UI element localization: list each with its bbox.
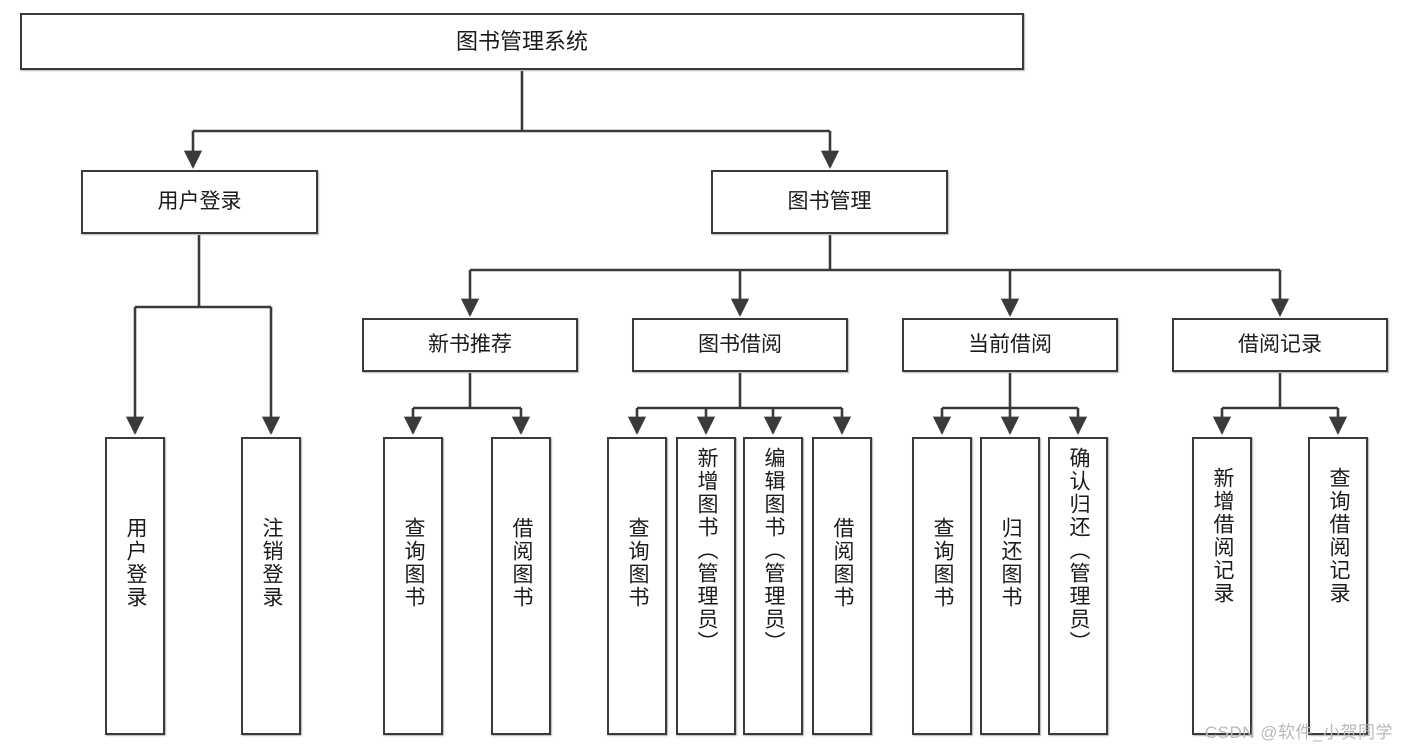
node-borrow-record[interactable]: 借阅记录 xyxy=(1172,318,1388,372)
node-label: 注销登录 xyxy=(260,517,284,609)
node-leaf-add-borrow-record[interactable]: 新增借阅记录 xyxy=(1192,437,1252,735)
node-label: 借阅记录 xyxy=(1238,332,1322,356)
node-current-borrow[interactable]: 当前借阅 xyxy=(902,318,1118,372)
node-label: 编辑图书（管理员） xyxy=(762,447,786,654)
node-new-book-recommend[interactable]: 新书推荐 xyxy=(362,318,578,372)
node-label: 查询图书 xyxy=(626,517,650,609)
node-book-management[interactable]: 图书管理 xyxy=(711,170,948,234)
node-label: 图书管理系统 xyxy=(455,28,588,54)
node-leaf-query-book-borrow[interactable]: 查询图书 xyxy=(607,437,667,735)
watermark-text: CSDN @软件_小贺同学 xyxy=(1204,723,1393,742)
node-leaf-edit-book-admin[interactable]: 编辑图书（管理员） xyxy=(743,437,803,735)
node-leaf-confirm-return-admin[interactable]: 确认归还（管理员） xyxy=(1048,437,1108,735)
node-label: 新增借阅记录 xyxy=(1211,467,1235,605)
node-leaf-user-login[interactable]: 用户登录 xyxy=(105,437,165,735)
node-leaf-borrow-book[interactable]: 借阅图书 xyxy=(812,437,872,735)
node-label: 借阅图书 xyxy=(831,517,855,609)
node-label: 图书管理 xyxy=(787,189,872,213)
node-book-borrow[interactable]: 图书借阅 xyxy=(632,318,848,372)
node-leaf-query-book-new[interactable]: 查询图书 xyxy=(383,437,443,735)
node-root-book-management-system[interactable]: 图书管理系统 xyxy=(20,13,1024,70)
node-leaf-query-book-current[interactable]: 查询图书 xyxy=(912,437,972,735)
node-leaf-add-book-admin[interactable]: 新增图书（管理员） xyxy=(676,437,736,735)
node-label: 查询借阅记录 xyxy=(1327,467,1351,605)
node-label: 查询图书 xyxy=(931,517,955,609)
node-label: 归还图书 xyxy=(999,517,1023,609)
node-leaf-borrow-book-new[interactable]: 借阅图书 xyxy=(491,437,551,735)
node-label: 用户登录 xyxy=(157,189,242,213)
node-label: 查询图书 xyxy=(402,517,426,609)
node-label: 当前借阅 xyxy=(968,332,1052,356)
node-label: 确认归还（管理员） xyxy=(1067,447,1091,654)
node-label: 借阅图书 xyxy=(510,517,534,609)
node-leaf-query-borrow-record[interactable]: 查询借阅记录 xyxy=(1308,437,1368,735)
node-leaf-logout[interactable]: 注销登录 xyxy=(241,437,301,735)
node-label: 新书推荐 xyxy=(428,332,512,356)
node-label: 新增图书（管理员） xyxy=(695,447,719,654)
node-user-login[interactable]: 用户登录 xyxy=(81,170,318,234)
node-leaf-return-book[interactable]: 归还图书 xyxy=(980,437,1040,735)
node-label: 用户登录 xyxy=(124,517,148,609)
node-label: 图书借阅 xyxy=(698,332,782,356)
